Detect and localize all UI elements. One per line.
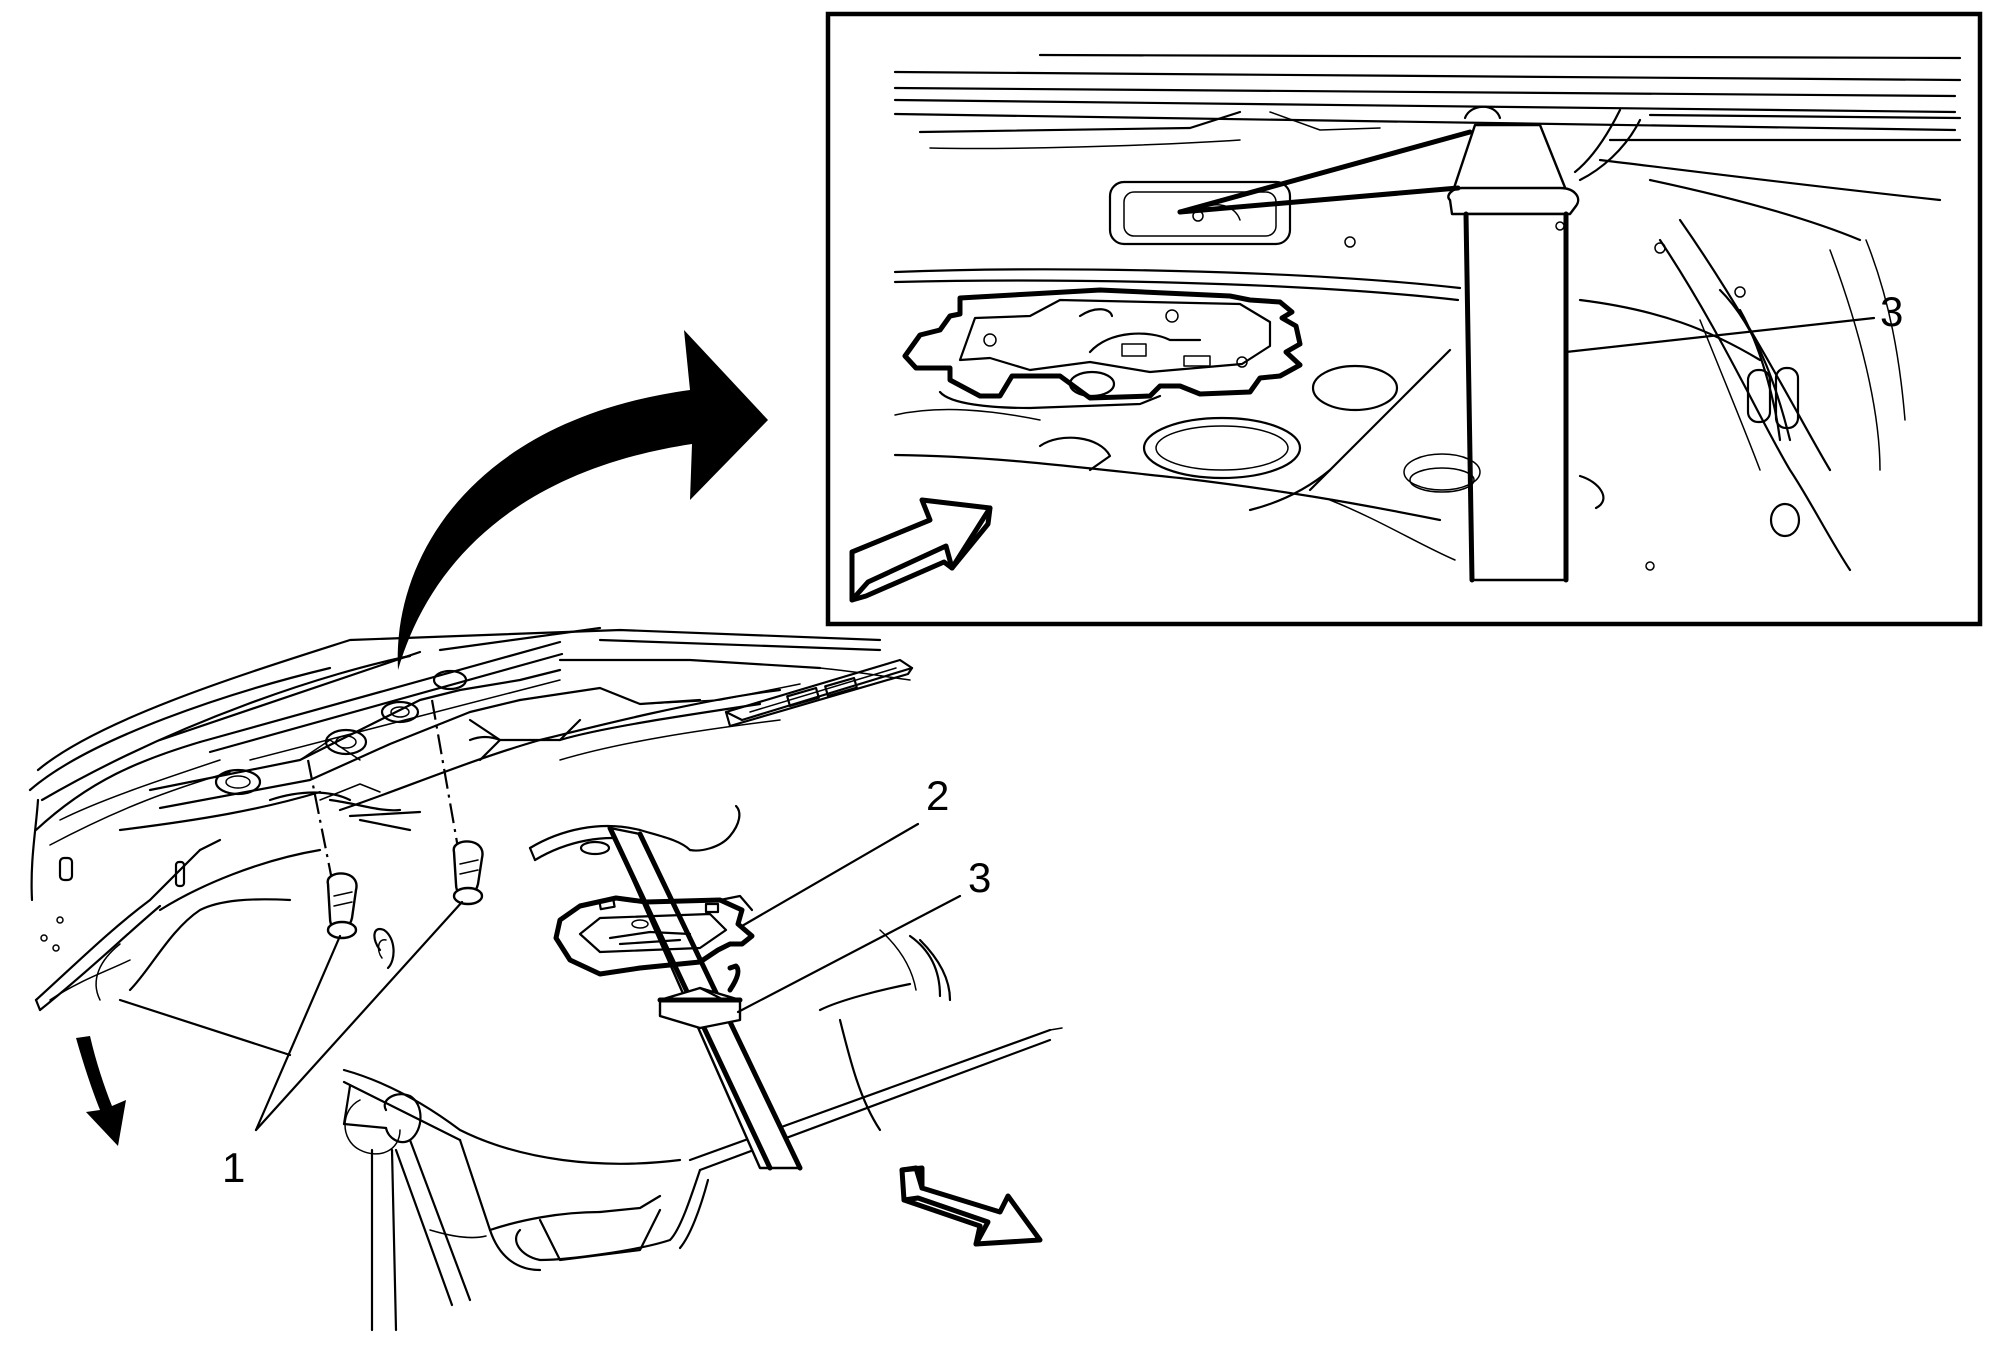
detail-inset: 3 (825, 11, 1983, 627)
pull-arrow-icon (899, 1165, 1043, 1247)
main-bracket (553, 894, 755, 977)
callout-3-inset-label: 3 (1880, 288, 1903, 335)
callout-3-main: 3 (736, 854, 991, 1014)
inset-pillar-trim (1177, 123, 1580, 583)
main-pillar-trim (607, 825, 803, 1171)
inset-access-holes (1038, 364, 1481, 493)
fastener-right (430, 699, 484, 906)
callout-3-inset: 3 (1564, 288, 1903, 354)
inset-roof-clip (1463, 105, 1642, 182)
callout-3-main-label: 3 (968, 854, 991, 901)
inset-roof-rail (893, 53, 1962, 242)
main-view: 1 2 3 (28, 626, 1063, 1332)
main-headliner (34, 688, 782, 1057)
main-roof (28, 626, 911, 902)
curved-arrow-icon (397, 330, 768, 670)
inset-upper-opening (1108, 180, 1292, 246)
inset-bracket (902, 287, 1303, 410)
push-arrow-icon (849, 497, 993, 603)
main-dome-light (724, 658, 914, 728)
inset-body-panel (893, 236, 1762, 561)
rotate-arrow-icon (76, 1036, 126, 1146)
main-hinge-area (118, 668, 801, 832)
callout-1-label: 1 (222, 1144, 245, 1191)
fastener-left (306, 759, 358, 940)
callout-1: 1 (222, 900, 464, 1191)
callout-2-label: 2 (926, 772, 949, 819)
inset-quarter-panel (1578, 218, 1906, 572)
callout-2: 2 (740, 772, 949, 928)
main-lower-structure (342, 982, 1063, 1332)
